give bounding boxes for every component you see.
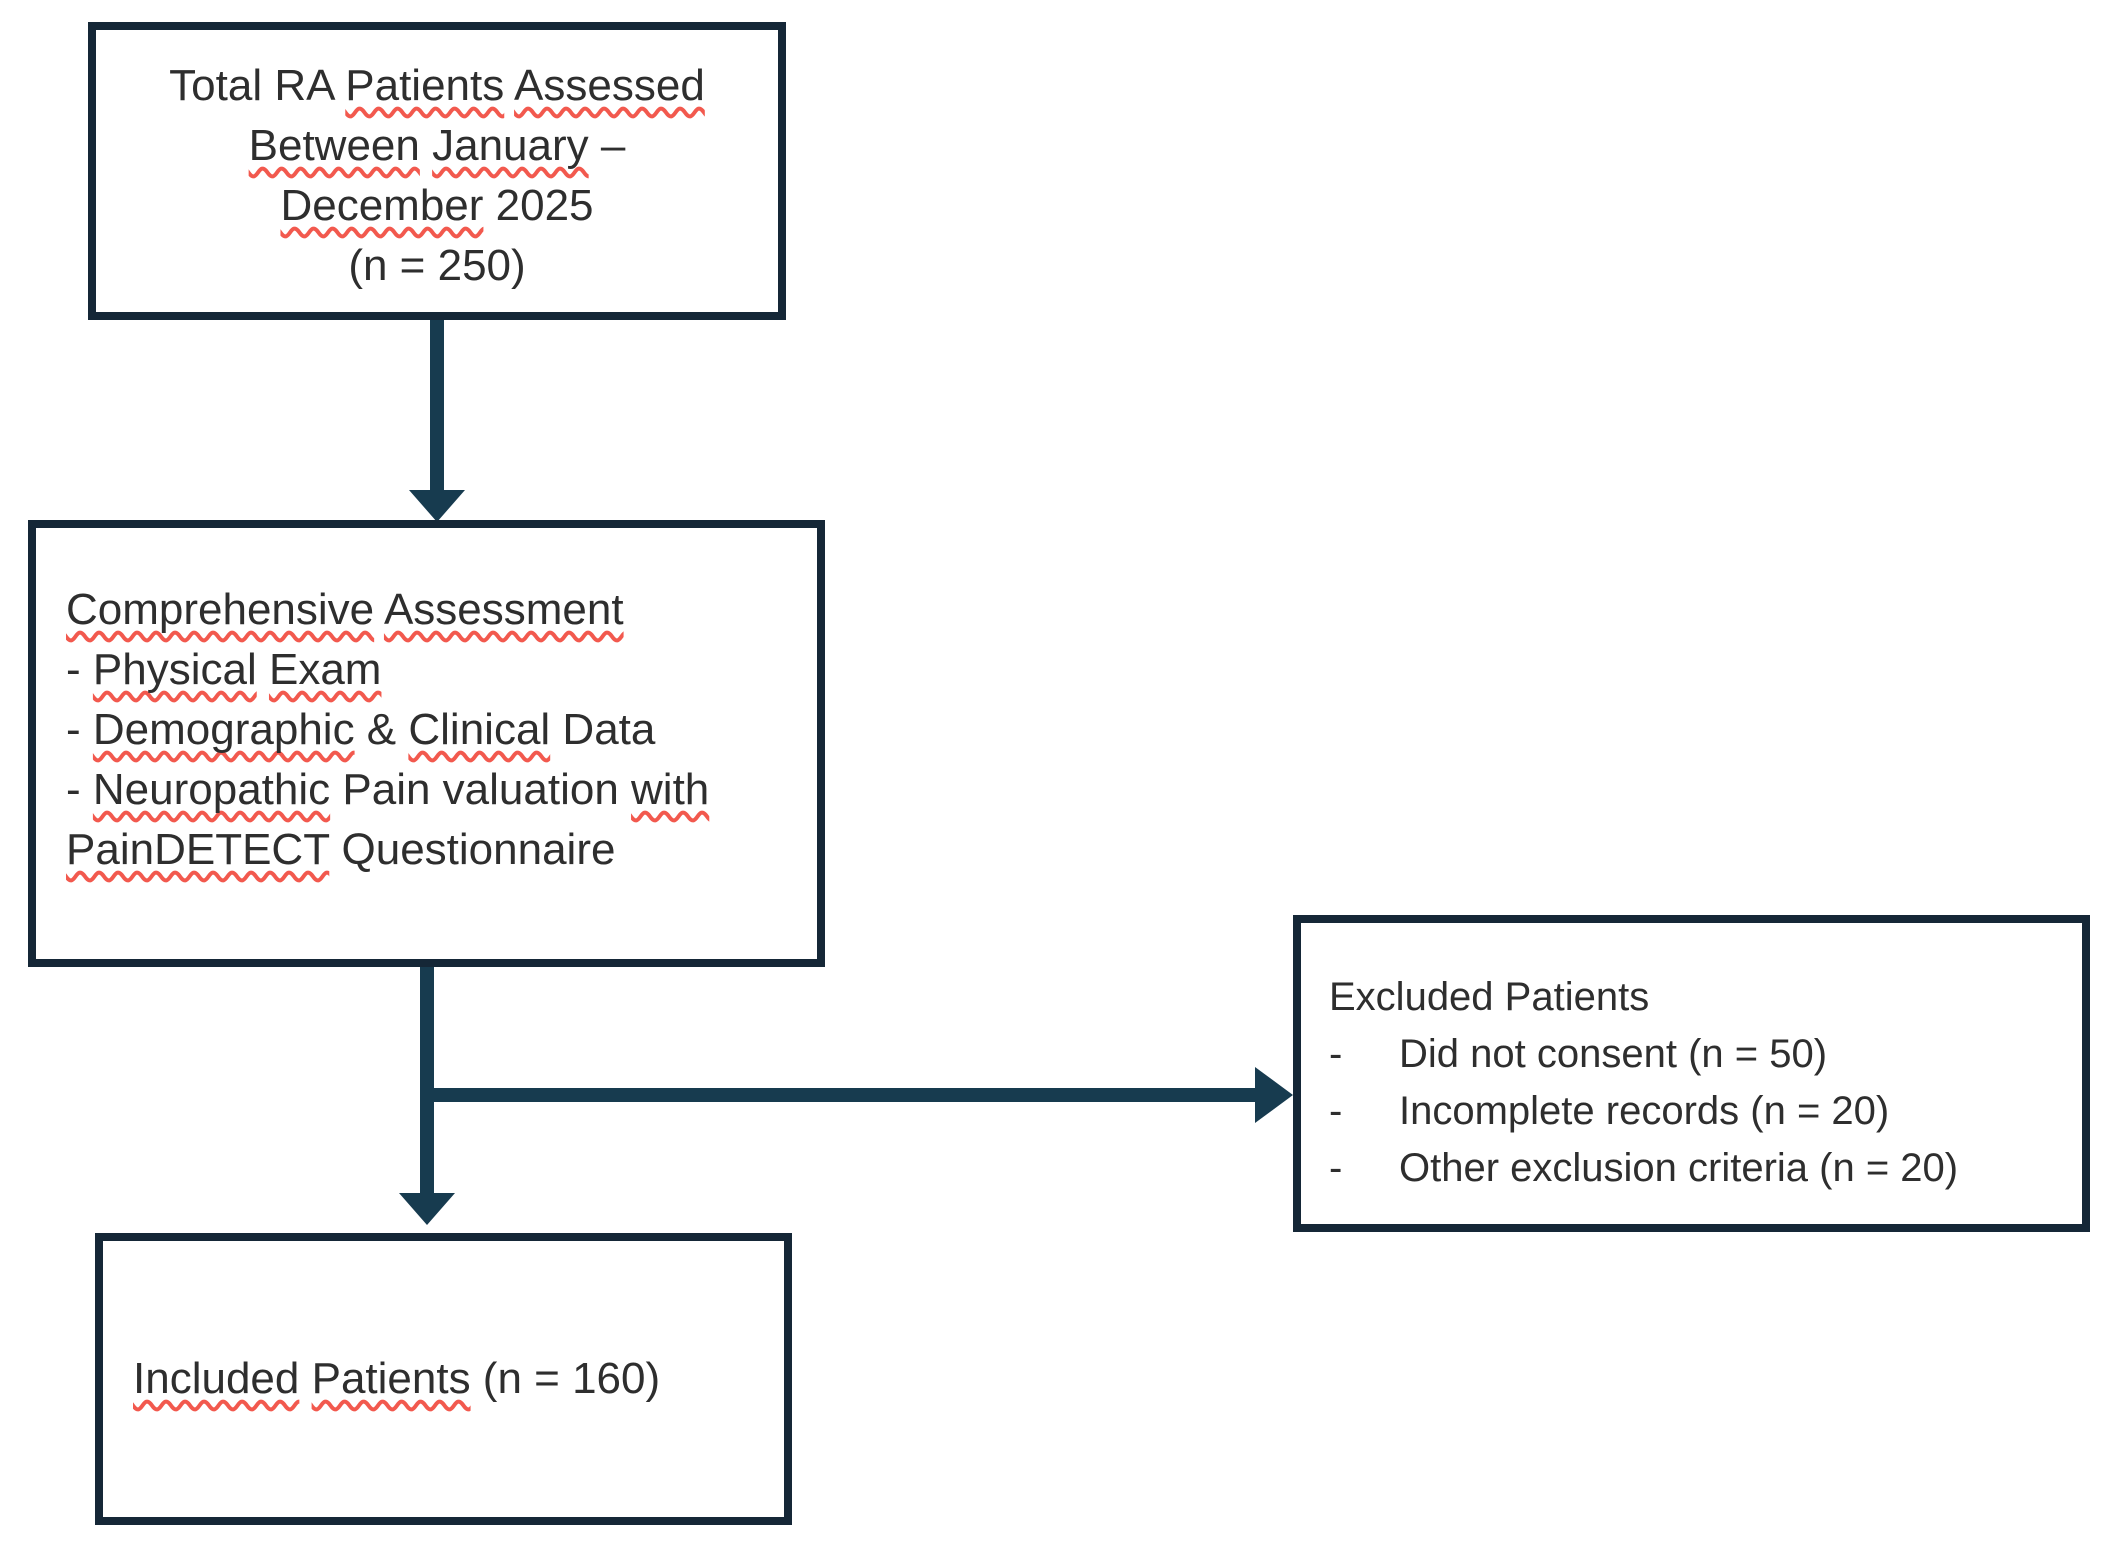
list-item-text: Other exclusion criteria (n = 20) xyxy=(1399,1146,1959,1190)
text-segment: - xyxy=(66,645,93,694)
text-segment: & xyxy=(354,705,409,754)
misspelled-word: Physical xyxy=(92,645,257,694)
connector-branch-to-excluded xyxy=(427,1088,1255,1102)
text-segment: (n = 250) xyxy=(348,241,526,290)
misspelled-word: December xyxy=(280,181,484,230)
misspelled-word: Assessed xyxy=(514,61,705,110)
included-patients-text: Included Patients (n = 160) xyxy=(103,1349,660,1409)
text-segment: Questionnaire xyxy=(329,825,616,874)
text-line: - Physical Exam xyxy=(66,640,793,700)
misspelled-word: with xyxy=(631,765,710,814)
misspelled-word: PainDETECT xyxy=(66,825,330,874)
flow-box-included-patients: Included Patients (n = 160) xyxy=(95,1233,792,1525)
text-line: - Demographic & Clinical Data xyxy=(66,700,793,760)
text-line: (n = 250) xyxy=(116,236,758,296)
text-segment xyxy=(504,61,514,110)
text-segment xyxy=(257,645,269,694)
text-segment: - xyxy=(66,705,93,754)
dash-bullet: - xyxy=(1329,1032,1343,1076)
misspelled-word: Patients xyxy=(345,61,505,110)
text-line: Included Patients (n = 160) xyxy=(133,1349,660,1409)
excluded-patients-heading: Excluded Patients xyxy=(1329,975,1650,1019)
text-segment xyxy=(420,121,432,170)
comprehensive-assessment-text: Comprehensive Assessment- Physical Exam-… xyxy=(36,528,817,880)
text-line: PainDETECT Questionnaire xyxy=(66,820,793,880)
flow-box-comprehensive-assessment: Comprehensive Assessment- Physical Exam-… xyxy=(28,520,825,967)
arrowhead-down-icon xyxy=(399,1193,455,1225)
text-segment xyxy=(299,1354,311,1403)
excluded-reasons-list: - Did not consent (n = 50) - Incomplete rec… xyxy=(1329,1026,2062,1197)
misspelled-word: Patients xyxy=(311,1354,471,1403)
misspelled-word: January xyxy=(432,121,589,170)
connector-assessment-to-included xyxy=(420,967,434,1193)
flow-box-excluded-patients: Excluded Patients - Did not consent (n = … xyxy=(1293,915,2090,1232)
text-segment xyxy=(374,585,384,634)
text-segment: Total RA xyxy=(169,61,346,110)
text-line: Total RA Patients Assessed xyxy=(116,56,758,116)
text-line: December 2025 xyxy=(116,176,758,236)
list-item-text: Incomplete records (n = 20) xyxy=(1399,1089,1890,1133)
misspelled-word: Demographic xyxy=(92,705,355,754)
text-segment: – xyxy=(588,121,626,170)
misspelled-word: Clinical xyxy=(408,705,551,754)
text-segment: (n = 160) xyxy=(470,1354,661,1403)
text-line: Between January – xyxy=(116,116,758,176)
text-segment: Pain valuation xyxy=(330,765,632,814)
text-segment: - xyxy=(66,765,93,814)
excluded-patients-text: Excluded Patients - Did not consent (n = … xyxy=(1301,923,2082,1197)
list-item: - Did not consent (n = 50) xyxy=(1329,1026,2062,1083)
connector-total-to-assessment xyxy=(430,320,444,490)
misspelled-word: Assessment xyxy=(383,585,624,634)
arrowhead-down-icon xyxy=(409,490,465,522)
text-line: - Neuropathic Pain valuation with xyxy=(66,760,793,820)
misspelled-word: Included xyxy=(133,1354,300,1403)
text-segment: 2025 xyxy=(483,181,594,230)
misspelled-word: Neuropathic xyxy=(92,765,331,814)
misspelled-word: Exam xyxy=(268,645,382,694)
misspelled-word: Comprehensive xyxy=(66,585,375,634)
list-item: - Incomplete records (n = 20) xyxy=(1329,1083,2062,1140)
dash-bullet: - xyxy=(1329,1146,1343,1190)
list-item: - Other exclusion criteria (n = 20) xyxy=(1329,1140,2062,1197)
arrowhead-right-icon xyxy=(1255,1067,1293,1123)
text-line: Comprehensive Assessment xyxy=(66,580,793,640)
list-item-text: Did not consent (n = 50) xyxy=(1399,1032,1828,1076)
dash-bullet: - xyxy=(1329,1089,1343,1133)
text-segment: Data xyxy=(550,705,656,754)
misspelled-word: Between xyxy=(248,121,420,170)
